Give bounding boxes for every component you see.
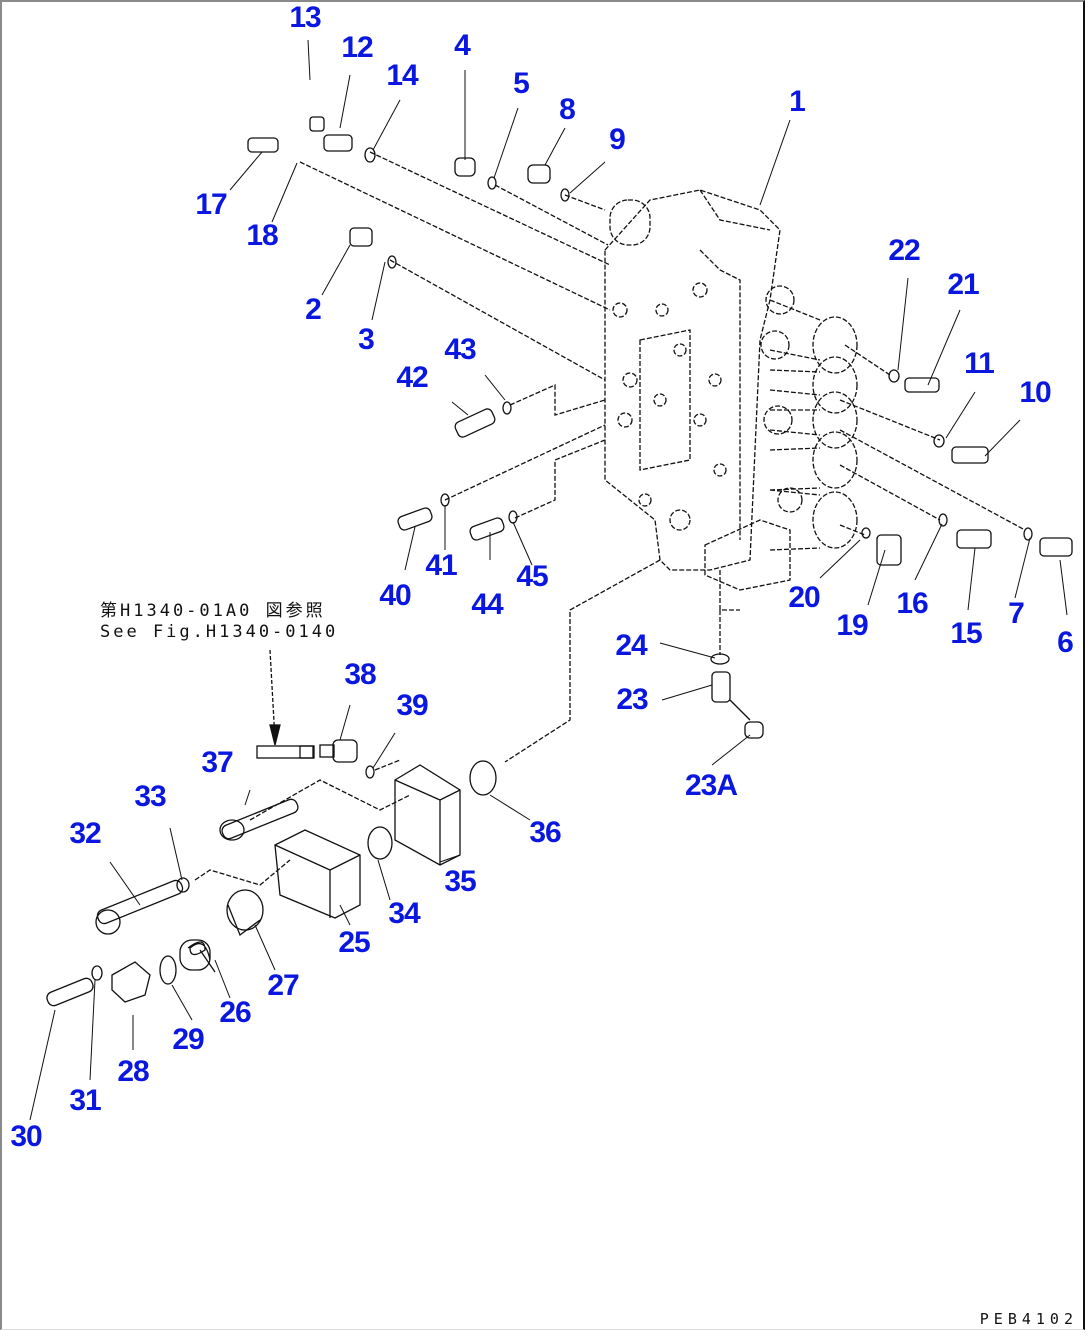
callout-9[interactable]: 9 [609,123,626,156]
callout-1[interactable]: 1 [789,85,806,118]
callout-29[interactable]: 29 [172,1023,204,1056]
callout-19[interactable]: 19 [836,609,868,642]
callout-27[interactable]: 27 [267,969,299,1002]
callout-25[interactable]: 25 [338,926,370,959]
callout-28[interactable]: 28 [117,1055,149,1088]
callout-30[interactable]: 30 [10,1120,42,1153]
reference-note-en: See Fig.H1340-0140 [100,622,339,642]
callout-36[interactable]: 36 [529,816,561,849]
fittings [247,116,1073,739]
reference-note-jp: 第H1340-01A0 図参照 [100,601,326,621]
drawing-code: PEB4102 [979,1310,1078,1328]
callout-23[interactable]: 23 [616,683,648,716]
callout-23a[interactable]: 23A [684,769,738,802]
callout-38[interactable]: 38 [344,658,376,691]
callout-42[interactable]: 42 [396,361,428,394]
callout-10[interactable]: 10 [1019,376,1051,409]
callout-8[interactable]: 8 [559,93,576,126]
callout-34[interactable]: 34 [388,897,420,930]
callout-20[interactable]: 20 [788,581,820,614]
callout-44[interactable]: 44 [471,588,503,621]
solenoid-assemblies [760,285,858,551]
callout-33[interactable]: 33 [134,780,166,813]
callout-15[interactable]: 15 [950,617,982,650]
callout-leaders [29,39,1068,1121]
callout-2[interactable]: 2 [305,293,322,326]
callout-26[interactable]: 26 [219,996,251,1029]
callout-11[interactable]: 11 [964,347,995,380]
callout-32[interactable]: 32 [69,817,101,850]
callout-39[interactable]: 39 [396,689,428,722]
callout-35[interactable]: 35 [444,865,476,898]
callout-40[interactable]: 40 [379,579,411,612]
callout-12[interactable]: 12 [341,31,373,64]
callout-24[interactable]: 24 [615,629,647,662]
callout-3[interactable]: 3 [358,323,375,356]
callout-18[interactable]: 18 [246,219,278,252]
callout-45[interactable]: 45 [516,560,548,593]
callout-31[interactable]: 31 [69,1084,101,1117]
callout-4[interactable]: 4 [454,29,471,62]
relief-valve-assembly [46,649,497,1007]
callout-22[interactable]: 22 [888,234,920,267]
callout-41[interactable]: 41 [425,549,457,582]
callout-7[interactable]: 7 [1008,597,1025,630]
assembly-lines [194,151,1026,886]
callout-5[interactable]: 5 [513,67,530,100]
callout-13[interactable]: 13 [289,1,321,34]
callout-6[interactable]: 6 [1057,626,1074,659]
callout-37[interactable]: 37 [201,746,233,779]
callout-43[interactable]: 43 [444,333,476,366]
callout-17[interactable]: 17 [195,188,227,221]
callout-16[interactable]: 16 [896,587,928,620]
control-valve-body [604,189,791,611]
callout-21[interactable]: 21 [947,268,979,301]
callout-14[interactable]: 14 [386,59,418,92]
